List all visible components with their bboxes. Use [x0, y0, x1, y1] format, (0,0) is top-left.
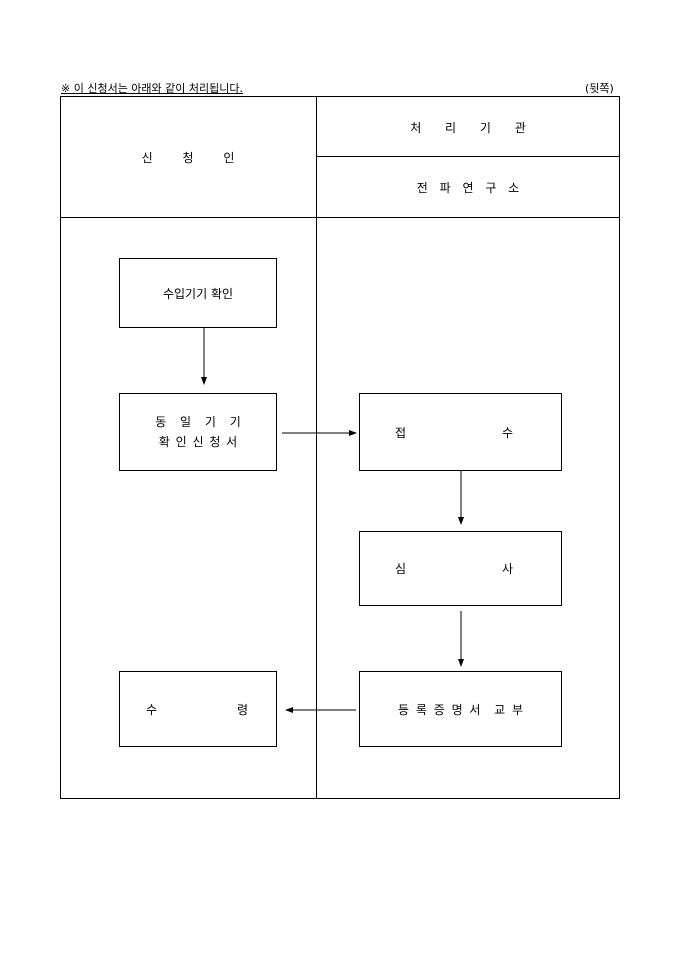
receipt-label-left: 접: [395, 425, 407, 440]
receive-box: 수 령: [119, 671, 277, 747]
applicant-header: 신 청 인: [141, 151, 235, 165]
review-label-left: 심: [395, 562, 407, 576]
same-device-application-box: 동 일 기 기 확 인 신 청 서: [119, 393, 277, 471]
receive-label-right: 령: [236, 702, 248, 717]
same-device-line1: 동 일 기 기: [155, 415, 241, 429]
review-box: 심 사: [359, 531, 562, 606]
receive-label-left: 수: [146, 702, 158, 717]
page-side-label: (뒷쪽): [585, 82, 614, 95]
process-table: [60, 96, 620, 799]
import-check-label: 수입기기 확인: [162, 286, 234, 301]
review-label-right: 사: [501, 562, 513, 576]
header-bottom-line: [60, 217, 620, 218]
issue-certificate-label: 등 록 증 명 서 교 부: [398, 702, 523, 717]
processing-agency-header: 처 리 기 관: [410, 121, 526, 135]
same-device-line2: 확 인 신 청 서: [158, 435, 238, 449]
receipt-box: 접 수: [359, 393, 562, 471]
column-divider: [316, 96, 317, 799]
agency-name: 전 파 연 구 소: [416, 181, 520, 195]
agency-header-divider: [316, 156, 620, 157]
processing-note: ※ 이 신청서는 아래와 같이 처리됩니다.: [61, 82, 243, 95]
receipt-label-right: 수: [501, 425, 513, 440]
import-check-box: 수입기기 확인: [119, 258, 277, 328]
issue-certificate-box: 등 록 증 명 서 교 부: [359, 671, 562, 747]
